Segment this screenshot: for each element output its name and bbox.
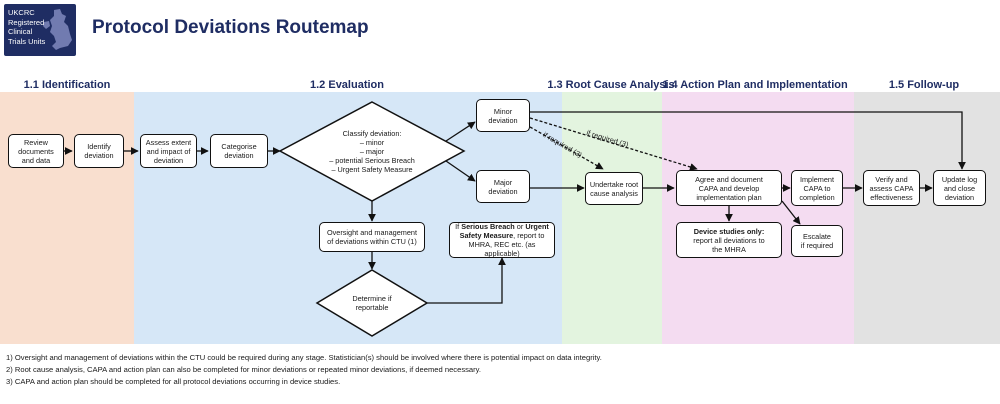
- box-text: deviation: [224, 151, 254, 160]
- box-text: Major: [493, 177, 513, 187]
- diamond-text-line: reportable: [355, 303, 389, 312]
- logo-line: Registered: [8, 17, 45, 27]
- box-text: CAPA to: [803, 183, 831, 193]
- box-text: Oversight and management: [326, 228, 418, 237]
- serious-line3: MHRA, REC etc. (as applicable): [468, 240, 536, 258]
- box-text: assess CAPA: [869, 183, 914, 193]
- diamond-text-line: – minor: [359, 137, 385, 147]
- box-text: Implement: [799, 174, 835, 184]
- box-text: Categorise: [221, 142, 257, 151]
- box-text: deviation: [488, 186, 518, 196]
- serious-breach-label: Serious Breach: [461, 222, 515, 231]
- uk-map-icon: [43, 9, 72, 50]
- stage-header-action-plan: 1.4 Action Plan and Implementation: [662, 79, 848, 91]
- footnotes: 1) Oversight and management of deviation…: [6, 352, 602, 387]
- determine-reportable-text: Determine if reportable: [337, 292, 407, 314]
- classify-deviation-text: Classify deviation: – minor – major – po…: [306, 124, 438, 178]
- box-text: effectiveness: [870, 192, 913, 202]
- diamond-text-line: Classify deviation:: [342, 128, 402, 138]
- determine-diamond: [315, 269, 429, 337]
- box-text: CAPA and develop: [698, 183, 760, 193]
- box-text: deviation: [488, 115, 518, 125]
- urgent-safety-label: Urgent Safety Measure: [459, 222, 549, 240]
- serious-breach-box: If Serious Breach or Urgent Safety Measu…: [449, 222, 555, 258]
- box-text: Update log: [941, 174, 978, 184]
- box-text: deviation: [944, 192, 975, 202]
- stage-header-evaluation: 1.2 Evaluation: [310, 79, 384, 91]
- box-text: the MHRA: [712, 244, 746, 254]
- box-text: Minor: [493, 106, 513, 116]
- box-text: deviation: [84, 151, 114, 160]
- serious-prefix: If: [455, 222, 462, 231]
- logo-line: Trials Units: [8, 36, 46, 46]
- box-text: Agree and document: [695, 174, 763, 184]
- stage-header-follow-up: 1.5 Follow-up: [888, 79, 960, 91]
- box-text: Review: [24, 137, 48, 147]
- stage-band-root-cause: [562, 92, 662, 344]
- ukcrc-logo: UKCRC Registered Clinical Trials Units: [4, 4, 76, 56]
- serious-breach-text: If Serious Breach or Urgent Safety Measu…: [453, 222, 551, 258]
- footnote-1: 1) Oversight and management of deviation…: [6, 353, 602, 362]
- diamond-text-line: – potential Serious Breach: [329, 155, 415, 165]
- box-text: Undertake root: [589, 179, 639, 189]
- footnote-2: 2) Root cause analysis, CAPA and action …: [6, 364, 482, 374]
- serious-suffix: , report to: [513, 231, 545, 240]
- box-text: implementation plan: [696, 192, 762, 202]
- box-text: and data: [21, 155, 51, 165]
- box-text: Assess extent: [145, 137, 192, 147]
- box-text: report all deviations to: [693, 235, 765, 245]
- logo-line: UKCRC: [8, 8, 35, 17]
- logo-text: UKCRC Registered Clinical Trials Units: [8, 8, 45, 46]
- box-text: Verify and: [875, 174, 908, 184]
- box-text: deviation: [153, 155, 184, 165]
- device-studies-box: Device studies only:report all deviation…: [676, 222, 782, 258]
- stage-header-root-cause: 1.3 Root Cause Analysis: [547, 79, 675, 91]
- box-text: completion: [799, 192, 835, 202]
- device-studies-label: Device studies only:: [693, 226, 765, 236]
- box-text: and impact of: [146, 146, 191, 156]
- serious-mid: or: [514, 222, 526, 231]
- box-text: cause analysis: [590, 188, 638, 198]
- diamond-text-line: – Urgent Safety Measure: [331, 164, 413, 174]
- box-text: Escalate: [802, 232, 831, 241]
- diamond-text-line: – major: [359, 146, 385, 156]
- stage-header-identification: 1.1 Identification: [23, 79, 111, 91]
- logo-line: Clinical: [8, 27, 33, 36]
- page-title: Protocol Deviations Routemap: [92, 17, 369, 38]
- diamond-text-line: Determine if: [352, 294, 392, 303]
- box-text: if required: [800, 241, 834, 250]
- box-text: and close: [943, 183, 976, 193]
- box-text: of deviations within CTU (1): [327, 237, 417, 246]
- footnote-3: 3) CAPA and action plan should be comple…: [6, 376, 341, 386]
- stage-band-follow-up: [854, 92, 1000, 344]
- box-text: Identify: [87, 142, 111, 151]
- stage-band-action-plan: [662, 92, 854, 344]
- box-text: documents: [18, 146, 54, 156]
